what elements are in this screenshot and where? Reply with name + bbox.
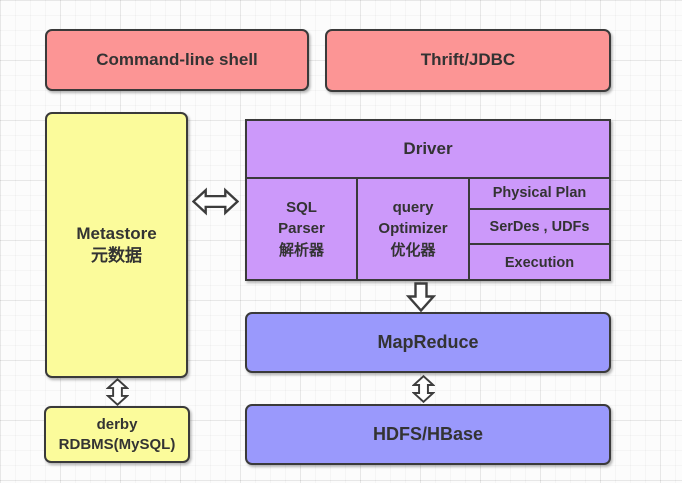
metastore-label-line1: Metastore [76,223,157,243]
physical-plan-label: Physical Plan [492,185,587,202]
mapreduce-label: MapReduce [377,331,479,352]
driver-label: Driver [403,138,453,158]
node-derby-rdbms: derby RDBMS(MySQL) [44,406,190,463]
node-physical-plan: Physical Plan [470,179,609,210]
sql-parser-line2: Parser [278,220,325,238]
metastore-driver-double-arrow-icon [192,184,239,219]
query-optimizer-line3: 优化器 [390,241,436,259]
hdfs-hbase-label: HDFS/HBase [372,423,484,444]
node-query-optimizer: query Optimizer 优化器 [358,179,470,279]
query-optimizer-line1: query [392,199,434,217]
serdes-udfs-label: SerDes , UDFs [489,219,590,236]
metastore-derby-double-arrow-icon [106,378,129,406]
command-line-shell-label: Command-line shell [96,49,258,69]
query-optimizer-line2: Optimizer [378,220,448,238]
execution-label: Execution [504,254,575,271]
driver-title-cell: Driver [247,121,609,179]
derby-label-line1: derby [96,416,138,433]
node-sql-parser: SQL Parser 解析器 [247,179,358,279]
driver-mapreduce-down-arrow-icon [406,281,436,312]
metastore-label-line2: 元数据 [91,246,142,265]
mapreduce-hdfs-double-arrow-icon [412,374,435,404]
derby-label-line2: RDBMS(MySQL) [58,435,176,453]
node-serdes-udfs: SerDes , UDFs [470,212,609,245]
node-mapreduce: MapReduce [245,312,611,373]
node-thrift-jdbc: Thrift/JDBC [325,29,611,92]
thrift-jdbc-label: Thrift/JDBC [420,50,516,70]
sql-parser-line3: 解析器 [278,241,324,259]
node-driver-group: Driver SQL Parser 解析器 query Optimizer 优化… [245,119,611,281]
sql-parser-line1: SQL [286,199,317,217]
node-hdfs-hbase: HDFS/HBase [245,404,611,465]
node-command-line-shell: Command-line shell [45,29,309,91]
node-metastore: Metastore 元数据 [45,112,188,378]
node-execution: Execution [470,247,609,279]
